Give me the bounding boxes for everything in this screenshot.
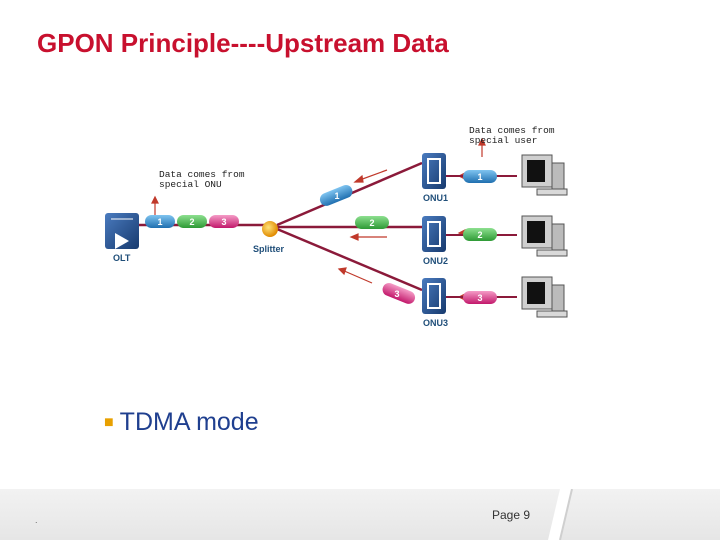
olt-packet-3: 3 xyxy=(221,217,226,227)
fiber-packet-1: 1 xyxy=(334,191,339,201)
footer-mark: . xyxy=(35,515,38,525)
onu1-icon xyxy=(422,153,446,189)
footer-bar xyxy=(0,489,720,540)
olt-packets: 1 2 3 xyxy=(145,215,239,228)
fiber-packet-2: 2 xyxy=(369,218,374,228)
bullet-marker-icon: ■ xyxy=(104,414,114,431)
computer-icon xyxy=(521,215,568,257)
splitter-label: Splitter xyxy=(253,244,285,254)
user-packets: 1 2 3 xyxy=(463,170,497,304)
bullet-text: TDMA mode xyxy=(119,408,259,436)
olt-label: OLT xyxy=(113,253,131,263)
onu2-icon xyxy=(422,216,446,252)
footer-slash-decoration xyxy=(548,489,573,540)
computer-icon xyxy=(521,154,568,196)
note-olt: Data comes from xyxy=(159,169,245,180)
user-packet-2: 2 xyxy=(477,230,482,240)
note-olt-2: special ONU xyxy=(159,179,222,190)
onu1-label: ONU1 xyxy=(423,193,448,203)
slide-title: GPON Principle----Upstream Data xyxy=(37,28,449,58)
computer-icon xyxy=(521,276,568,318)
user-packet-3: 3 xyxy=(477,293,482,303)
note-user-2: special user xyxy=(469,135,537,146)
onu3-label: ONU3 xyxy=(423,318,448,328)
bullet-tdma: ■ TDMA mode xyxy=(104,408,259,437)
gpon-upstream-diagram: Data comes from special ONU Data comes f… xyxy=(97,115,582,343)
splitter-icon xyxy=(262,221,278,237)
olt-packet-1: 1 xyxy=(157,217,162,227)
fiber-packets: 1 2 3 xyxy=(319,185,416,304)
note-user: Data comes from xyxy=(469,125,555,136)
user-packet-1: 1 xyxy=(477,172,482,182)
olt-icon xyxy=(105,213,139,249)
olt-packet-2: 2 xyxy=(189,217,194,227)
onu3-icon xyxy=(422,278,446,314)
fiber-packet-3: 3 xyxy=(394,289,399,299)
onu2-label: ONU2 xyxy=(423,256,448,266)
page-number: Page 9 xyxy=(492,508,531,522)
